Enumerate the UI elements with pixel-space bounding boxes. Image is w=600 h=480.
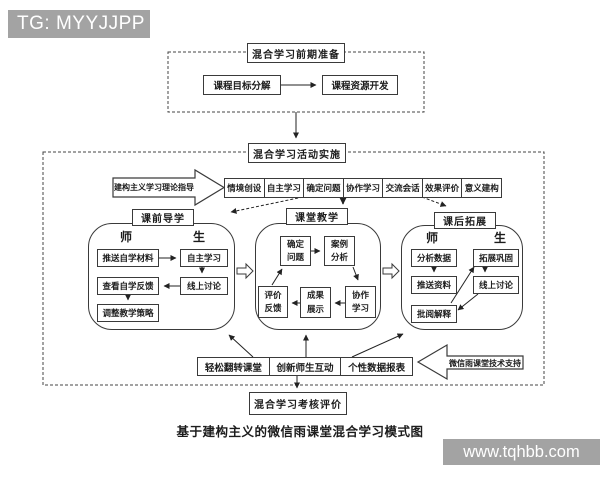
pre-teacher-item: 推送自学材料 (97, 249, 159, 267)
activity-step: 自主学习 (263, 179, 304, 197)
after-teacher-item: 批阅解释 (411, 305, 457, 323)
pre-teacher-item: 查看自学反馈 (97, 277, 159, 295)
in-class-title: 课堂教学 (286, 208, 348, 225)
theory-arrow-label: 建构主义学习理论指导 (114, 183, 194, 192)
pre-to-mid-open-arrow (236, 262, 254, 280)
prep-phase-title: 混合学习前期准备 (247, 43, 345, 63)
after-class-title: 课后拓展 (434, 212, 496, 229)
after-teacher-item: 推送资料 (411, 276, 457, 294)
in-class-item: 成果展示 (300, 287, 331, 318)
activity-step: 效果评价 (421, 179, 462, 197)
diagram-caption: 基于建构主义的微信雨课堂混合学习模式图 (176, 425, 424, 439)
pre-student-item: 自主学习 (180, 249, 228, 267)
course-goal-box: 课程目标分解 (203, 75, 281, 95)
feature-cell: 轻松翻转课堂 (204, 362, 262, 374)
pre-student-item: 线上讨论 (180, 277, 228, 295)
in-class-item: 确定问题 (280, 236, 311, 266)
activity-steps-strip: 情境创设 自主学习 确定问题 协作学习 交流会话 效果评价 意义建构 (224, 178, 502, 198)
site-watermark: www.tqhbb.com (443, 439, 600, 465)
after-class-teacher-label: 师 (425, 231, 438, 245)
theory-block-arrow (112, 168, 226, 207)
support-block-arrow (416, 343, 524, 381)
course-resource-box: 课程资源开发 (322, 75, 398, 95)
activity-step: 情境创设 (227, 183, 262, 193)
in-class-item: 案例分析 (324, 236, 355, 266)
activity-step: 交流会话 (382, 179, 422, 197)
implementation-phase-title: 混合学习活动实施 (248, 143, 346, 163)
after-teacher-item: 分析数据 (411, 249, 457, 267)
pre-class-teacher-label: 师 (119, 230, 132, 244)
after-class-student-label: 生 (493, 231, 506, 245)
activity-step: 意义建构 (461, 179, 501, 197)
pre-class-title: 课前导学 (132, 209, 194, 226)
pre-class-student-label: 生 (192, 230, 205, 244)
activity-step: 确定问题 (303, 179, 343, 197)
support-arrow-label: 微信雨课堂技术支持 (449, 359, 521, 368)
in-class-item: 评价反馈 (258, 286, 288, 318)
after-student-item: 线上讨论 (473, 276, 519, 294)
features-strip: 轻松翻转课堂 创新师生互动 个性数据报表 (197, 357, 413, 376)
activity-step: 协作学习 (342, 179, 383, 197)
pre-teacher-item: 调整教学策略 (97, 304, 159, 322)
feature-cell: 个性数据报表 (340, 358, 412, 375)
assessment-box: 混合学习考核评价 (249, 392, 347, 415)
after-student-item: 拓展巩固 (473, 249, 519, 267)
tg-watermark-tag: TG: MYYJJPP (8, 10, 150, 38)
mid-to-post-open-arrow (382, 262, 400, 280)
in-class-item: 协作学习 (345, 286, 376, 318)
feature-cell: 创新师生互动 (268, 358, 341, 375)
